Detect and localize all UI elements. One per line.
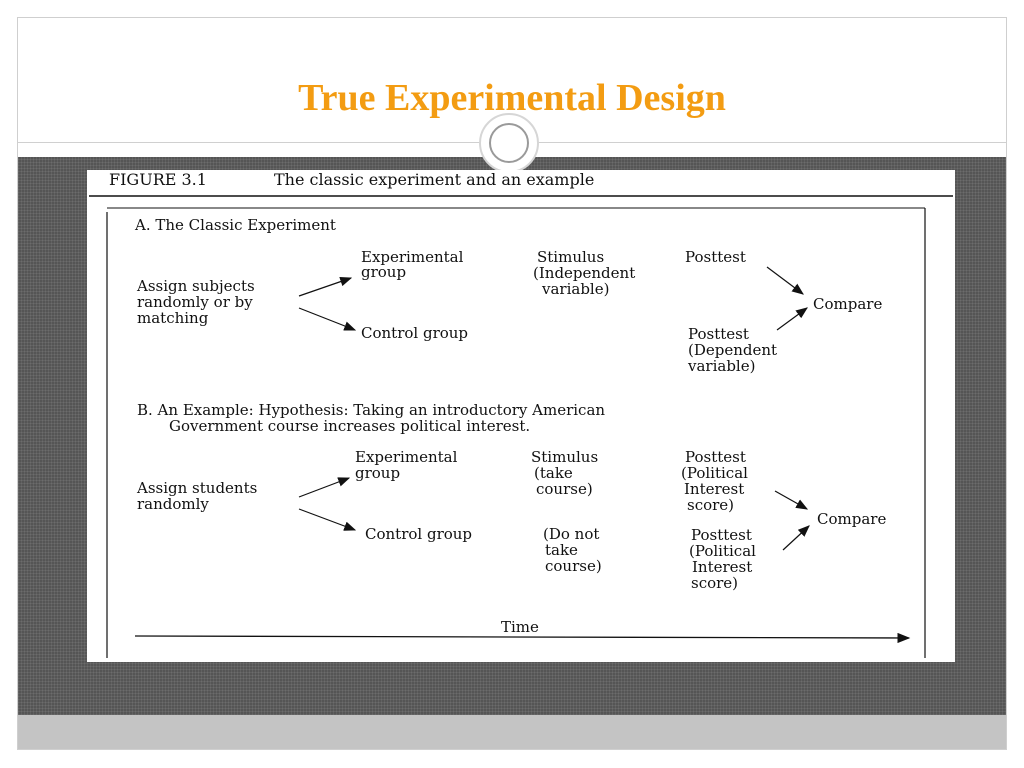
b-posttest-top-line4: score) [687, 496, 735, 514]
b-experimental-line1: Experimental [355, 448, 458, 466]
arrow-b-posttest-bottom [782, 525, 810, 551]
b-posttest-top-line2: (Political [681, 464, 748, 482]
divider-circle-icon [479, 113, 539, 173]
time-label: Time [501, 618, 539, 636]
section-a-heading: A. The Classic Experiment [135, 216, 336, 234]
section-b-heading-line2: Government course increases political in… [169, 417, 531, 435]
arrow-a-to-experimental [298, 276, 353, 297]
a-posttest-bottom-line2: (Dependent [688, 341, 778, 359]
b-assign-line1: Assign students [137, 479, 258, 497]
a-compare: Compare [813, 295, 883, 313]
section-b-heading-line1: B. An Example: Hypothesis: Taking an int… [137, 401, 606, 419]
b-compare: Compare [817, 510, 887, 528]
b-no-stimulus-line3: course) [545, 557, 602, 575]
arrow-a-to-control [298, 307, 357, 331]
arrow-a-posttest-bottom [776, 307, 808, 331]
a-posttest-bottom-line1: Posttest [688, 325, 749, 343]
a-assign-line2: randomly or by [137, 293, 253, 311]
figure-image: FIGURE 3.1 The classic experiment and an… [87, 170, 955, 662]
b-posttest-bottom-line3: Interest [692, 558, 753, 576]
footer-bar [18, 715, 1006, 749]
slide-title: True Experimental Design [298, 77, 726, 119]
b-posttest-bottom-line2: (Political [689, 542, 756, 560]
b-posttest-bottom-line4: score) [691, 574, 739, 592]
figure-caption-text: The classic experiment and an example [274, 170, 595, 189]
b-experimental-line2: group [355, 464, 401, 482]
b-no-stimulus-line1: (Do not [543, 525, 600, 543]
a-assign-line3: matching [137, 309, 209, 327]
a-experimental-line1: Experimental [361, 248, 464, 266]
b-stimulus-line2: (take [534, 464, 573, 482]
b-posttest-bottom-line1: Posttest [691, 526, 752, 544]
b-posttest-top-line3: Interest [684, 480, 745, 498]
b-posttest-top-line1: Posttest [685, 448, 746, 466]
a-posttest-top: Posttest [685, 248, 746, 266]
arrow-b-to-experimental [298, 477, 351, 498]
a-stimulus-line2: (Independent [533, 264, 636, 282]
slide-frame [17, 17, 1007, 750]
b-control-group: Control group [365, 525, 473, 543]
a-posttest-bottom-line3: variable) [688, 357, 756, 375]
arrow-b-posttest-top [774, 490, 809, 510]
a-experimental-line2: group [361, 263, 407, 281]
b-stimulus-line3: course) [536, 480, 593, 498]
arrow-a-posttest-top [766, 266, 804, 295]
time-arrow [134, 632, 911, 644]
a-stimulus-line1: Stimulus [537, 248, 605, 266]
b-assign-line2: randomly [137, 495, 209, 513]
a-control-group: Control group [361, 324, 469, 342]
figure-lines [89, 195, 953, 658]
arrow-b-to-control [298, 508, 357, 531]
b-no-stimulus-line2: take [545, 541, 578, 559]
b-stimulus-line1: Stimulus [531, 448, 599, 466]
a-stimulus-line3: variable) [542, 280, 610, 298]
figure-caption-number: FIGURE 3.1 [109, 170, 207, 189]
a-assign-line1: Assign subjects [137, 277, 255, 295]
